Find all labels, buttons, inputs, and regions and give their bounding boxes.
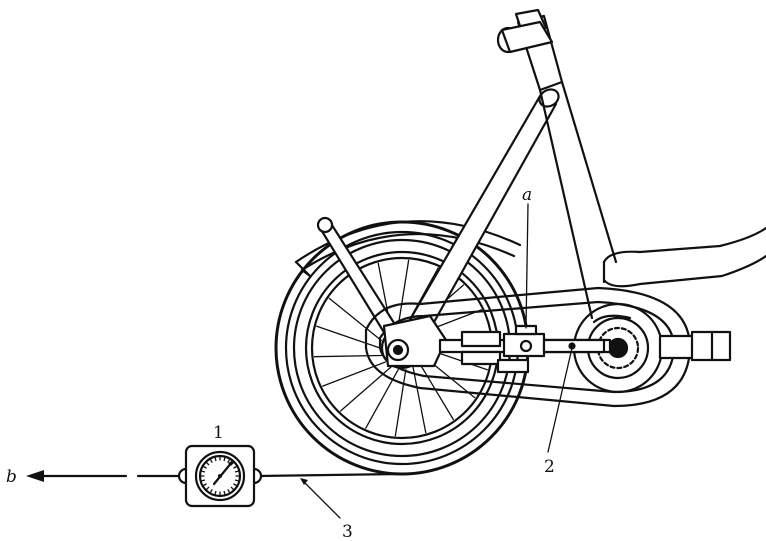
leader-2 (547, 347, 573, 453)
spoke (316, 325, 381, 349)
dial-tick (202, 465, 207, 469)
spoke (313, 354, 382, 358)
dial-tick (234, 479, 240, 482)
leader-a (525, 203, 529, 329)
rear-mudguard (294, 220, 522, 278)
leader-3 (300, 478, 341, 519)
label-crank-arm: 2 (544, 457, 555, 477)
label-gauge: 1 (213, 423, 224, 443)
dial-tick (230, 486, 235, 491)
spoke (412, 366, 427, 434)
dial-tick (200, 479, 206, 482)
dial-tick (227, 458, 231, 463)
dial-tick (214, 490, 217, 496)
dial-tick (223, 490, 226, 496)
dial-tick (227, 489, 231, 494)
direction-arrow (26, 470, 128, 482)
pull-cable (136, 472, 404, 478)
dial-tick (205, 486, 210, 491)
dial-tick (205, 461, 210, 466)
spoke (328, 297, 382, 342)
label-point-a: a (522, 185, 532, 205)
force-gauge (177, 444, 263, 508)
spoke (365, 369, 399, 429)
dial-tick (214, 456, 217, 462)
seat-stay-tube (402, 88, 560, 342)
dial-tick (200, 470, 206, 473)
dial-tick (233, 465, 238, 469)
pedal (658, 330, 732, 362)
label-cable: 3 (342, 522, 353, 541)
spoke (397, 259, 410, 327)
test-fixture (382, 314, 612, 374)
dial-tick (209, 458, 213, 463)
spoke (418, 361, 454, 421)
dial-tick (233, 483, 238, 487)
dial-tick (209, 489, 213, 494)
label-direction-b: b (6, 467, 17, 487)
spoke (322, 361, 386, 387)
dial-tick (202, 483, 207, 487)
bicycle-frame (496, 8, 766, 320)
dial-tick (223, 456, 226, 462)
dial-tick (234, 470, 240, 473)
spoke (394, 369, 407, 437)
